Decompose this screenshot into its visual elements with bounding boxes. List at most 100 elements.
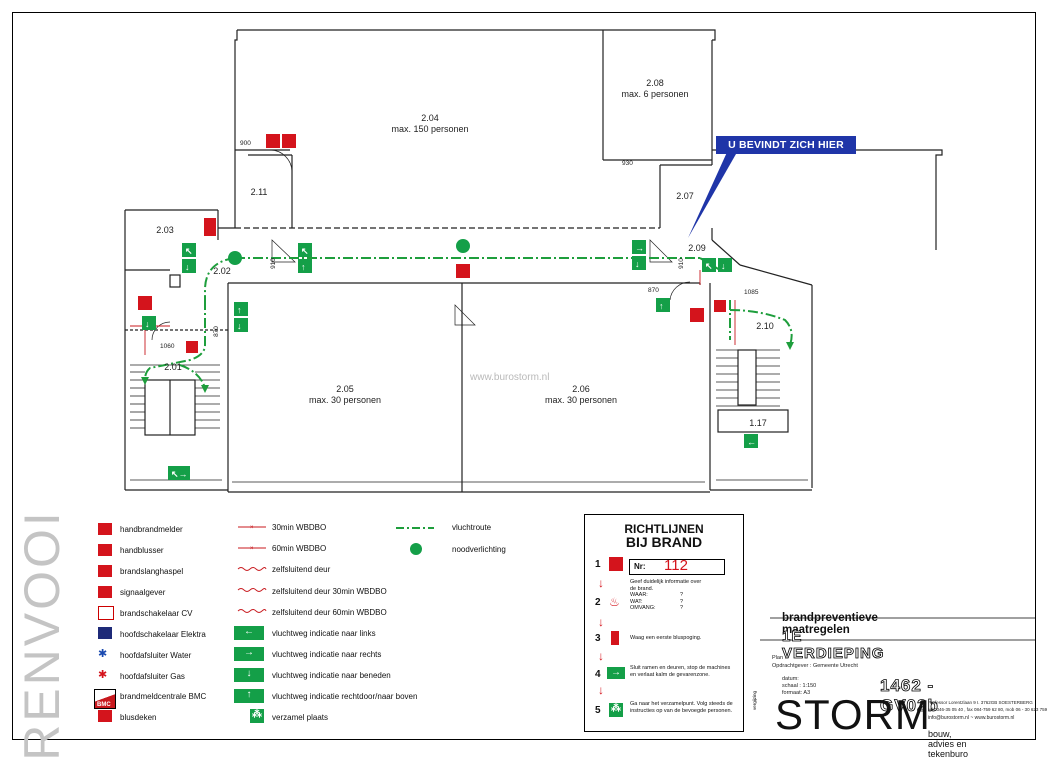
phone-icon xyxy=(609,557,623,571)
door-width-label: 870 xyxy=(212,326,220,337)
door-width-label: 910 xyxy=(677,258,685,269)
room-2-03: 2.03 xyxy=(156,225,174,235)
legend-item: vluchtroute xyxy=(452,523,492,532)
room-2-09: 2.09 xyxy=(688,243,706,253)
svg-text:←: ← xyxy=(747,437,756,447)
hoofdafsluiter-gas-icon: ✱ xyxy=(98,669,108,681)
step-number: 1 xyxy=(595,559,601,570)
room-2-10: 2.10 xyxy=(756,321,774,331)
info-line: de brand. xyxy=(630,585,654,592)
brandmeldcentrale-bmc-icon: BMC xyxy=(94,689,116,709)
svg-text:↓: ↓ xyxy=(635,259,640,269)
legend-item: brandschakelaar CV xyxy=(120,609,193,618)
door-width-label: 900 xyxy=(240,140,251,147)
door-width-label: 910 xyxy=(269,258,277,269)
company-logo-text: STORM xyxy=(775,691,931,738)
step-number: 4 xyxy=(595,669,601,680)
svg-text:↖: ↖ xyxy=(301,246,309,256)
legend-item: hoofdschakelaar Elektra xyxy=(120,630,206,639)
bmc-tag: BMC xyxy=(97,702,111,708)
company-phone: tel 0346-35 05 40 , fax 084-759 62 80, m… xyxy=(928,707,1048,712)
richtlijnen-panel: RICHTLIJNEN BIJ BRAND Nr: 112 1 ↓ 2 ♨ Ge… xyxy=(584,514,744,732)
drawing-frame xyxy=(12,12,1036,740)
hoofdafsluiter-water-icon: ✱ xyxy=(98,648,108,660)
legend-item: 30min WBDBO xyxy=(272,523,327,532)
company-web: info@burostorm.nl ~ www.burostorm.nl xyxy=(928,715,1015,721)
door-width-label: 1060 xyxy=(160,343,175,350)
info-line: Geef duidelijk informatie over xyxy=(630,579,702,585)
room-2-04: 2.04 max. 150 personen xyxy=(391,113,468,135)
side-label: vergijzing xyxy=(752,690,757,710)
extinguisher-icon xyxy=(611,631,619,645)
legend-line-samples: × × xyxy=(237,525,267,613)
drawing-number: 1462 - GV02b xyxy=(880,676,939,716)
fire-equipment-signs xyxy=(138,134,726,353)
svg-text:↖: ↖ xyxy=(705,261,713,271)
legend-item: zelfsluitend deur 60min WBDBO xyxy=(272,608,387,617)
legend-item: brandslanghaspel xyxy=(120,567,184,576)
legend-route-samples xyxy=(396,527,434,555)
door-width-label: 870 xyxy=(648,287,659,294)
route-arrowheads xyxy=(141,342,794,393)
arrow-up-icon: ↑ xyxy=(234,689,264,703)
noodverlichting-symbols xyxy=(228,239,470,265)
richtlijnen-title-1: RICHTLIJNEN xyxy=(624,522,704,536)
arrow-right-icon: → xyxy=(234,647,264,661)
room-2-04-number: 2.04 xyxy=(421,113,439,123)
svg-text:↖: ↖ xyxy=(185,246,193,256)
exit-icon: → xyxy=(607,667,625,679)
svg-text:↑: ↑ xyxy=(301,262,306,272)
room-2-08: 2.08 max. 6 personen xyxy=(621,78,688,100)
step-4-text: Sluit ramen en deuren, stop de machines … xyxy=(630,665,731,678)
room-2-11: 2.11 xyxy=(250,187,268,197)
richtlijnen-title-2: BIJ BRAND xyxy=(625,534,703,550)
room-2-08-number: 2.08 xyxy=(646,78,664,88)
blusdeken-icon xyxy=(98,710,112,722)
nr-value: 112 xyxy=(664,557,688,574)
room-2-06: 2.06 max. 30 personen xyxy=(545,384,617,406)
arrow-down-icon: ↓ xyxy=(234,668,264,682)
plan-label: Plan : xyxy=(772,655,787,661)
legend-item: verzamel plaats xyxy=(272,713,329,722)
room-2-01: 2.01 xyxy=(164,362,182,372)
step-number: 5 xyxy=(595,705,601,716)
down-arrow-icon: ↓ xyxy=(598,615,604,629)
watermark: www.burostorm.nl xyxy=(470,372,550,383)
wat-label: WAT: xyxy=(630,598,643,605)
svg-text:↓: ↓ xyxy=(185,262,190,272)
svg-text:×: × xyxy=(250,525,254,531)
company-address: Professor Lorentzlaan 9 I. 3762GB SOESTE… xyxy=(928,700,1033,705)
svg-text:↓: ↓ xyxy=(721,261,726,271)
plan-walls xyxy=(124,29,943,493)
verzamel-plaats-icon: ⁂ xyxy=(250,709,264,723)
legend-item: vluchtweg indicatie naar beneden xyxy=(272,671,391,680)
assembly-point-icon: ⁂ xyxy=(609,703,623,717)
emergency-number-box: Nr: 112 xyxy=(629,557,725,575)
client-label: Opdrachtgever : Gemeente Utrecht xyxy=(772,663,858,669)
room-2-02: 2.02 xyxy=(213,266,231,276)
step-3-text: Waag een eerste bluspoging. xyxy=(630,635,702,641)
svg-text:↑: ↑ xyxy=(237,305,242,315)
legend-item: zelfsluitend deur xyxy=(272,565,331,574)
door-width-label: 930 xyxy=(622,160,633,167)
room-2-05: 2.05 max. 30 personen xyxy=(309,384,381,406)
svg-text:↑: ↑ xyxy=(659,301,664,311)
q-mark: ? xyxy=(680,598,684,605)
legend-item: vluchtweg indicatie naar links xyxy=(272,629,376,638)
down-arrow-icon: ↓ xyxy=(598,649,604,663)
svg-text:→: → xyxy=(635,243,644,253)
company-subtitle: bouw, advies en tekenburo xyxy=(928,729,969,759)
legend-item: vluchtweg indicatie rechtdoor/naar boven xyxy=(272,692,418,701)
room-2-05-number: 2.05 xyxy=(336,384,354,394)
room-1-17: 1.17 xyxy=(749,418,767,428)
legend-heading: RENVOOI xyxy=(14,509,70,761)
room-2-06-capacity: max. 30 personen xyxy=(544,395,618,405)
legend-item: brandmeldcentrale BMC xyxy=(120,692,207,701)
room-2-08-capacity: max. 6 personen xyxy=(621,89,689,99)
brandslanghaspel-icon xyxy=(98,565,112,577)
hoofdschakelaar-elektra-icon xyxy=(98,627,112,639)
you-are-here-callout: U BEVINDT ZICH HIER xyxy=(716,136,856,154)
drawing-title: brandpreventieve maatregelen xyxy=(782,612,878,636)
legend-item: vluchtweg indicatie naar rechts xyxy=(272,650,382,659)
legend-item: handbrandmelder xyxy=(120,525,183,534)
